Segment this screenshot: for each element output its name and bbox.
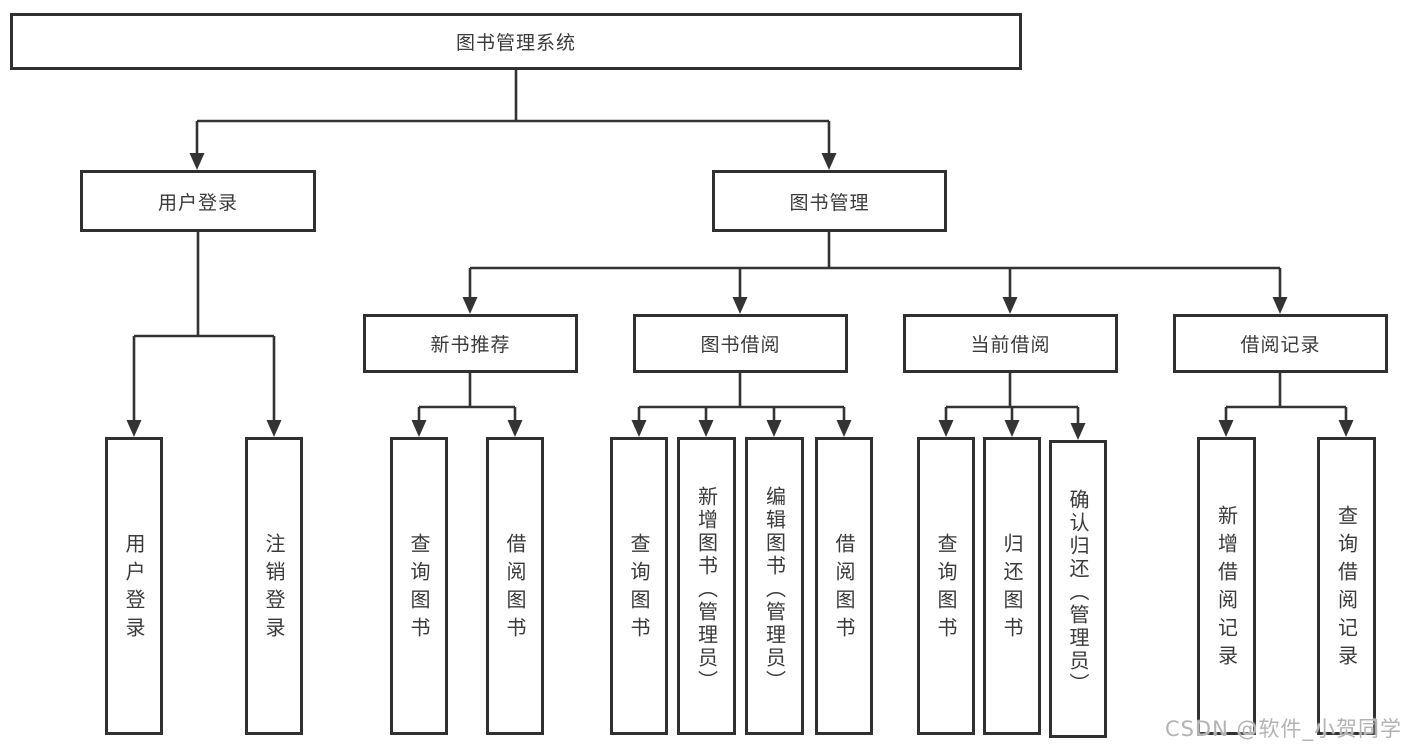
leaf-borrow-query-book: 查询图书 [610, 437, 668, 735]
leaf-confirm-return-admin: 确认归还（管理员） [1049, 440, 1107, 738]
node-user-login: 用户登录 [80, 170, 316, 232]
connector-borrow-to-leaves [631, 373, 852, 437]
leaf-add-book-admin: 新增图书（管理员） [677, 437, 736, 735]
leaf-query-borrow-record: 查询借阅记录 [1317, 437, 1376, 735]
leaf-current-query-book: 查询图书 [917, 437, 975, 735]
leaf-edit-book-admin: 编辑图书（管理员） [745, 437, 804, 735]
connector-login-to-leaves [126, 232, 282, 437]
node-borrow-records: 借阅记录 [1173, 314, 1388, 373]
connector-root-to-level2 [189, 70, 837, 170]
leaf-add-borrow-record: 新增借阅记录 [1197, 437, 1256, 735]
node-book-borrow: 图书借阅 [633, 314, 848, 373]
leaf-borrow-book: 借阅图书 [815, 437, 873, 735]
connector-manage-to-level3 [462, 232, 1288, 314]
leaf-logout: 注销登录 [245, 437, 303, 735]
connector-current-to-leaves [938, 373, 1086, 440]
connector-recommend-to-leaves [411, 373, 523, 437]
leaf-recommend-query-book: 查询图书 [390, 437, 448, 735]
leaf-return-book: 归还图书 [983, 437, 1041, 735]
node-current-borrow: 当前借阅 [903, 314, 1118, 373]
connector-records-to-leaves [1218, 373, 1354, 437]
node-book-management: 图书管理 [712, 170, 947, 232]
csdn-watermark: CSDN @软件_小贺同学 [1164, 717, 1402, 741]
leaf-recommend-borrow-book: 借阅图书 [486, 437, 544, 735]
node-root-system: 图书管理系统 [10, 13, 1022, 70]
leaf-user-login: 用户登录 [105, 437, 163, 735]
node-new-book-recommend: 新书推荐 [363, 314, 578, 373]
